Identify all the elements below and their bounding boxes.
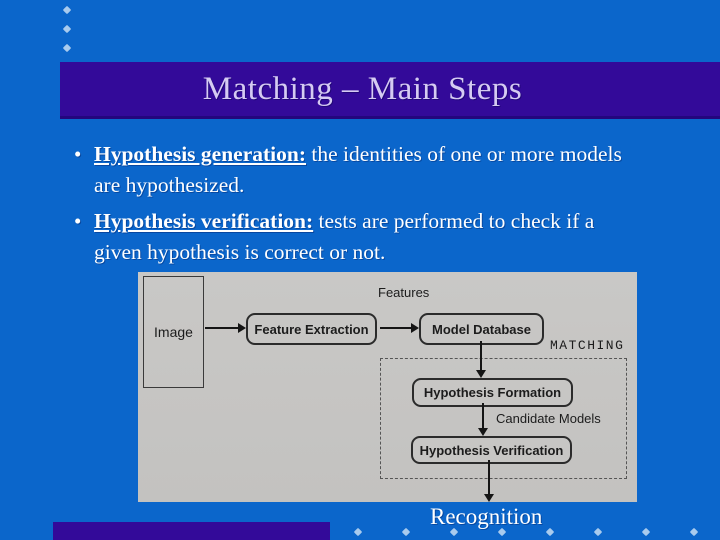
arrow-hypothesis-formation-to-verification [478, 403, 488, 436]
diamond-dot [62, 24, 72, 34]
top-dot-column [62, 5, 72, 53]
diamond-dot [401, 527, 411, 537]
bullet-line: Hypothesis verification: tests are perfo… [94, 206, 594, 237]
matching-flow-diagram: Image Feature Extraction Features Model … [138, 272, 637, 502]
bullet-line: given hypothesis is correct or not. [94, 240, 386, 264]
footer-dot-row [353, 527, 699, 537]
bullet-term: Hypothesis generation: [94, 142, 307, 166]
bullet-text: Hypothesis verification: tests are perfo… [94, 206, 594, 268]
diamond-dot [353, 527, 363, 537]
hypothesis-verification-node: Hypothesis Verification [411, 436, 572, 464]
candidate-models-label: Candidate Models [496, 411, 601, 426]
bullet-item: • Hypothesis generation: the identities … [74, 139, 622, 201]
image-node: Image [143, 276, 204, 388]
recognition-label: Recognition [430, 504, 543, 529]
bullet-item: • Hypothesis verification: tests are per… [74, 206, 622, 268]
arrow-model-database-to-hypothesis-formation [476, 341, 486, 378]
diamond-dot [449, 527, 459, 537]
diamond-dot [593, 527, 603, 537]
bullet-line: Hypothesis generation: the identities of… [94, 139, 622, 170]
hypothesis-formation-node: Hypothesis Formation [412, 378, 573, 407]
slide-title: Matching – Main Steps [202, 70, 523, 107]
diamond-dot [62, 43, 72, 53]
arrow-to-recognition [484, 460, 494, 502]
diamond-dot [545, 527, 555, 537]
matching-dashed-region [380, 358, 627, 479]
title-bar: Matching – Main Steps [60, 62, 720, 119]
model-database-node: Model Database [419, 313, 544, 345]
bullet-body: the identities of one or more models [306, 142, 622, 166]
bullet-marker: • [74, 142, 82, 166]
arrow-image-to-feature-extraction [205, 323, 246, 333]
bullet-list: • Hypothesis generation: the identities … [74, 139, 622, 268]
bullet-text: Hypothesis generation: the identities of… [94, 139, 622, 201]
arrow-feature-extraction-to-model-database [380, 323, 419, 333]
features-label: Features [378, 285, 430, 300]
bullet-line: are hypothesized. [94, 173, 245, 197]
diamond-dot [689, 527, 699, 537]
diamond-dot [62, 5, 72, 15]
matching-region-label: MATCHING [550, 338, 625, 353]
bullet-term: Hypothesis verification: [94, 209, 314, 233]
feature-extraction-node: Feature Extraction [246, 313, 377, 345]
image-node-label: Image [154, 324, 193, 340]
footer-bar [53, 522, 330, 540]
diamond-dot [497, 527, 507, 537]
diamond-dot [641, 527, 651, 537]
bullet-body: tests are performed to check if a [313, 209, 595, 233]
bullet-marker: • [74, 209, 82, 233]
